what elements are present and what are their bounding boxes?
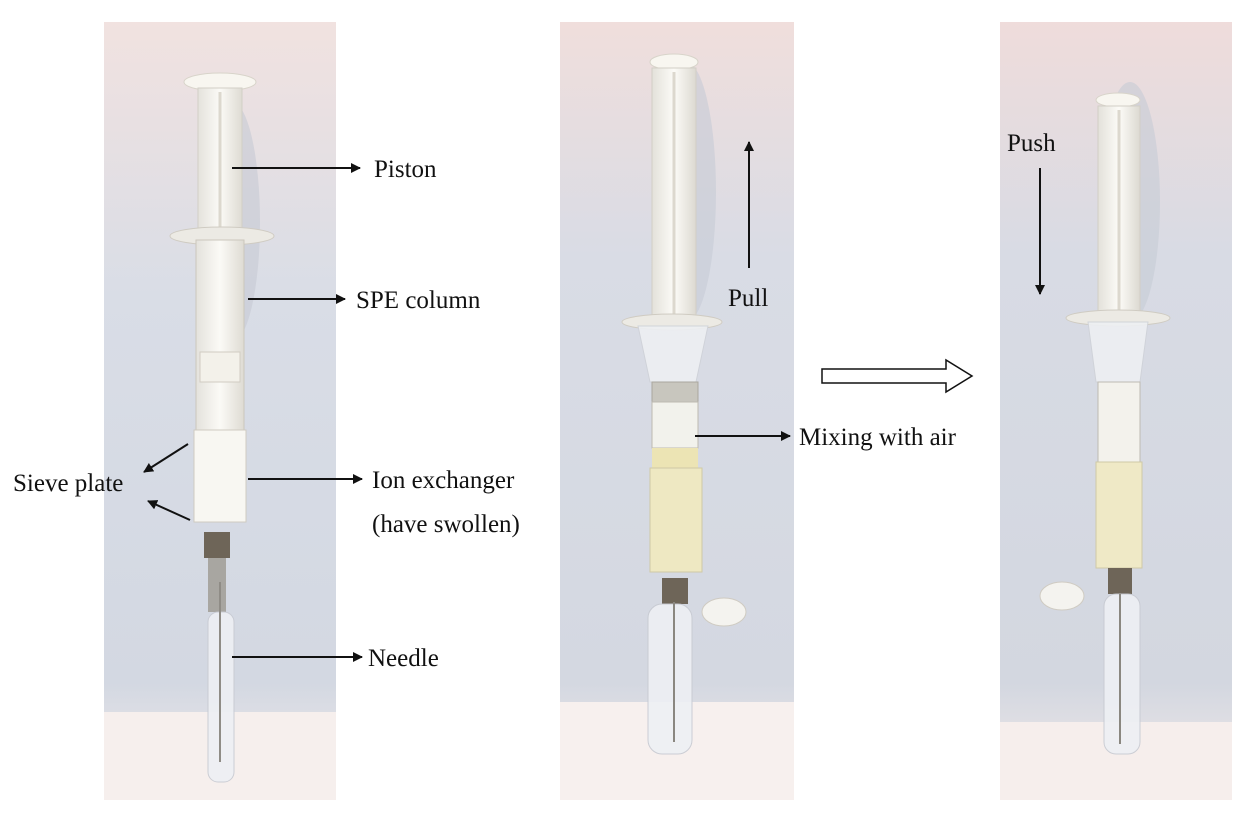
label-mixing-with-air: Mixing with air — [799, 424, 956, 451]
label-ion-exchanger-note: (have swollen) — [372, 511, 520, 538]
label-sieve-plate: Sieve plate — [13, 470, 124, 497]
process-hollow-arrow — [821, 358, 974, 394]
photo-device-assembled — [104, 22, 336, 800]
label-pull: Pull — [728, 285, 769, 312]
label-spe-column: SPE column — [356, 287, 481, 314]
label-ion-exchanger: Ion exchanger — [372, 467, 515, 494]
photo-push-stage — [1000, 22, 1232, 800]
sieve-plate-upper-arrow — [143, 443, 189, 473]
label-needle: Needle — [368, 645, 439, 672]
label-push: Push — [1007, 130, 1056, 157]
label-piston: Piston — [374, 156, 437, 183]
sieve-plate-lower-arrow — [147, 500, 191, 521]
photo-pull-stage — [560, 22, 794, 800]
